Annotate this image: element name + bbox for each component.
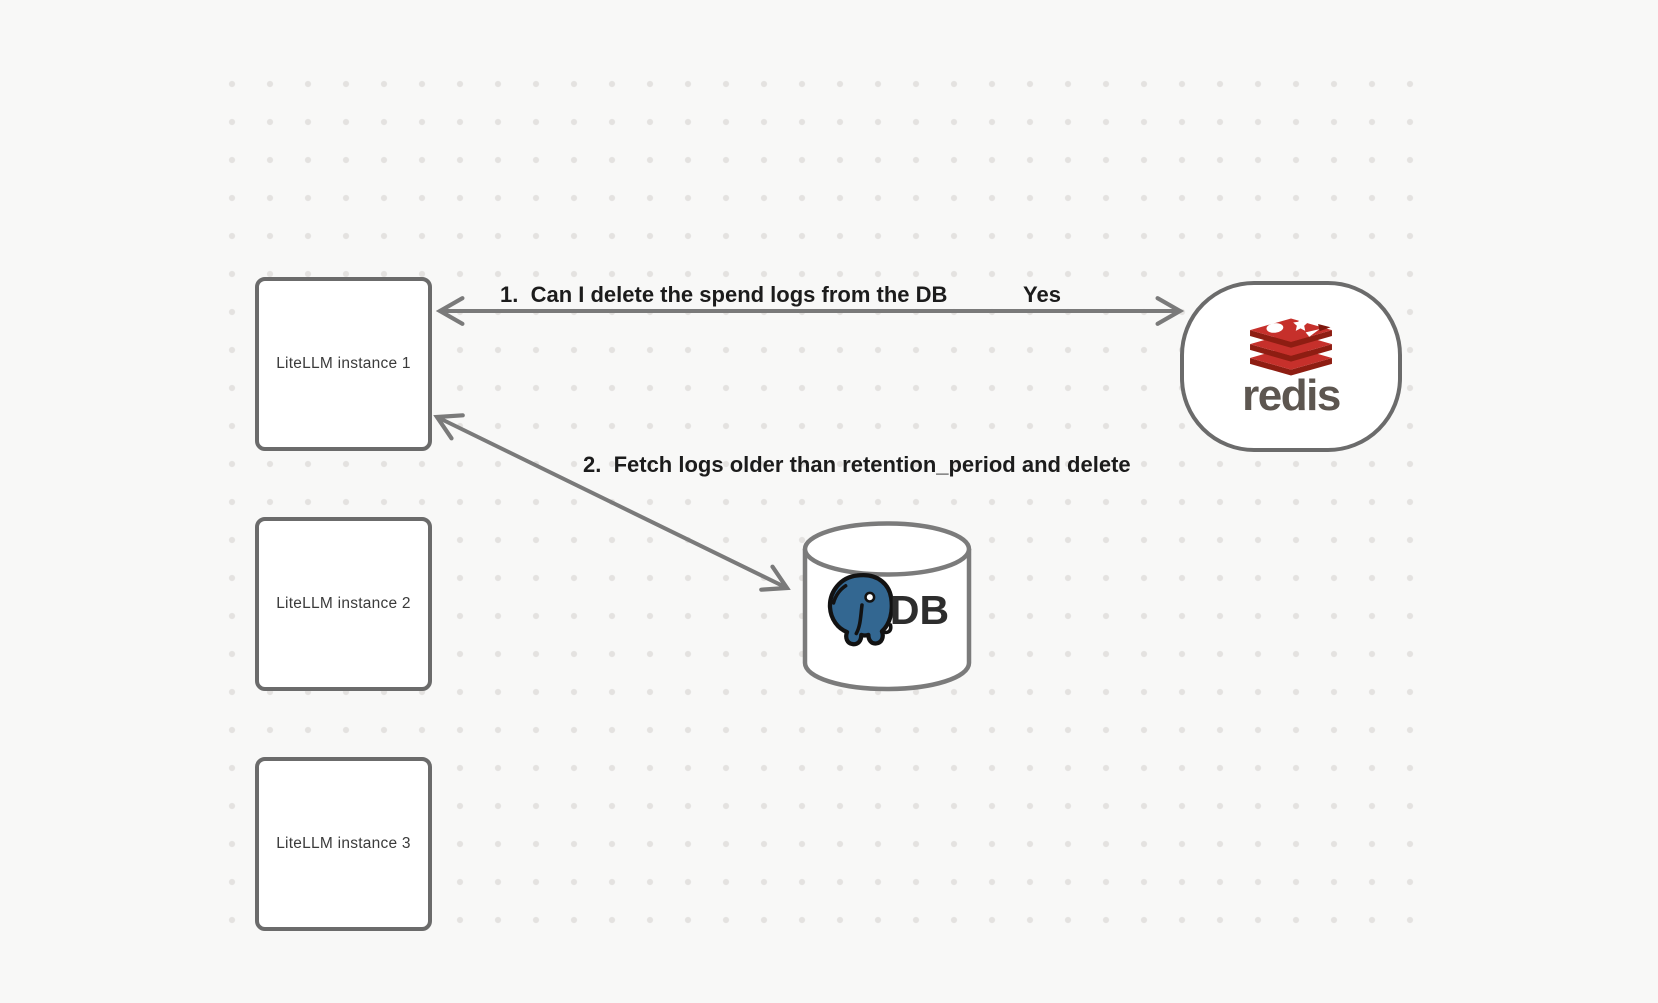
node-litellm-instance-2[interactable]: LiteLLM instance 2 bbox=[255, 517, 432, 691]
litellm-instance-2-label: LiteLLM instance 2 bbox=[276, 594, 411, 612]
db-node-content: DB bbox=[799, 560, 975, 660]
edge-instance1-db-arrow[interactable] bbox=[433, 413, 791, 592]
edge1-response-label: Yes bbox=[1023, 282, 1061, 307]
postgresql-elephant-icon bbox=[827, 573, 894, 647]
litellm-instance-1-label: LiteLLM instance 1 bbox=[276, 354, 411, 372]
node-redis[interactable]: redis bbox=[1180, 281, 1402, 452]
node-litellm-instance-3[interactable]: LiteLLM instance 3 bbox=[255, 757, 432, 931]
node-litellm-instance-1[interactable]: LiteLLM instance 1 bbox=[255, 277, 432, 451]
litellm-instance-3-label: LiteLLM instance 3 bbox=[276, 834, 411, 852]
edge2-label: 2. Fetch logs older than retention_perio… bbox=[583, 452, 1131, 477]
db-label: DB bbox=[889, 586, 950, 633]
redis-logo-icon bbox=[1250, 317, 1332, 376]
edge1-label: 1. Can I delete the spend logs from the … bbox=[500, 282, 948, 307]
redis-wordmark: redis bbox=[1242, 371, 1341, 421]
